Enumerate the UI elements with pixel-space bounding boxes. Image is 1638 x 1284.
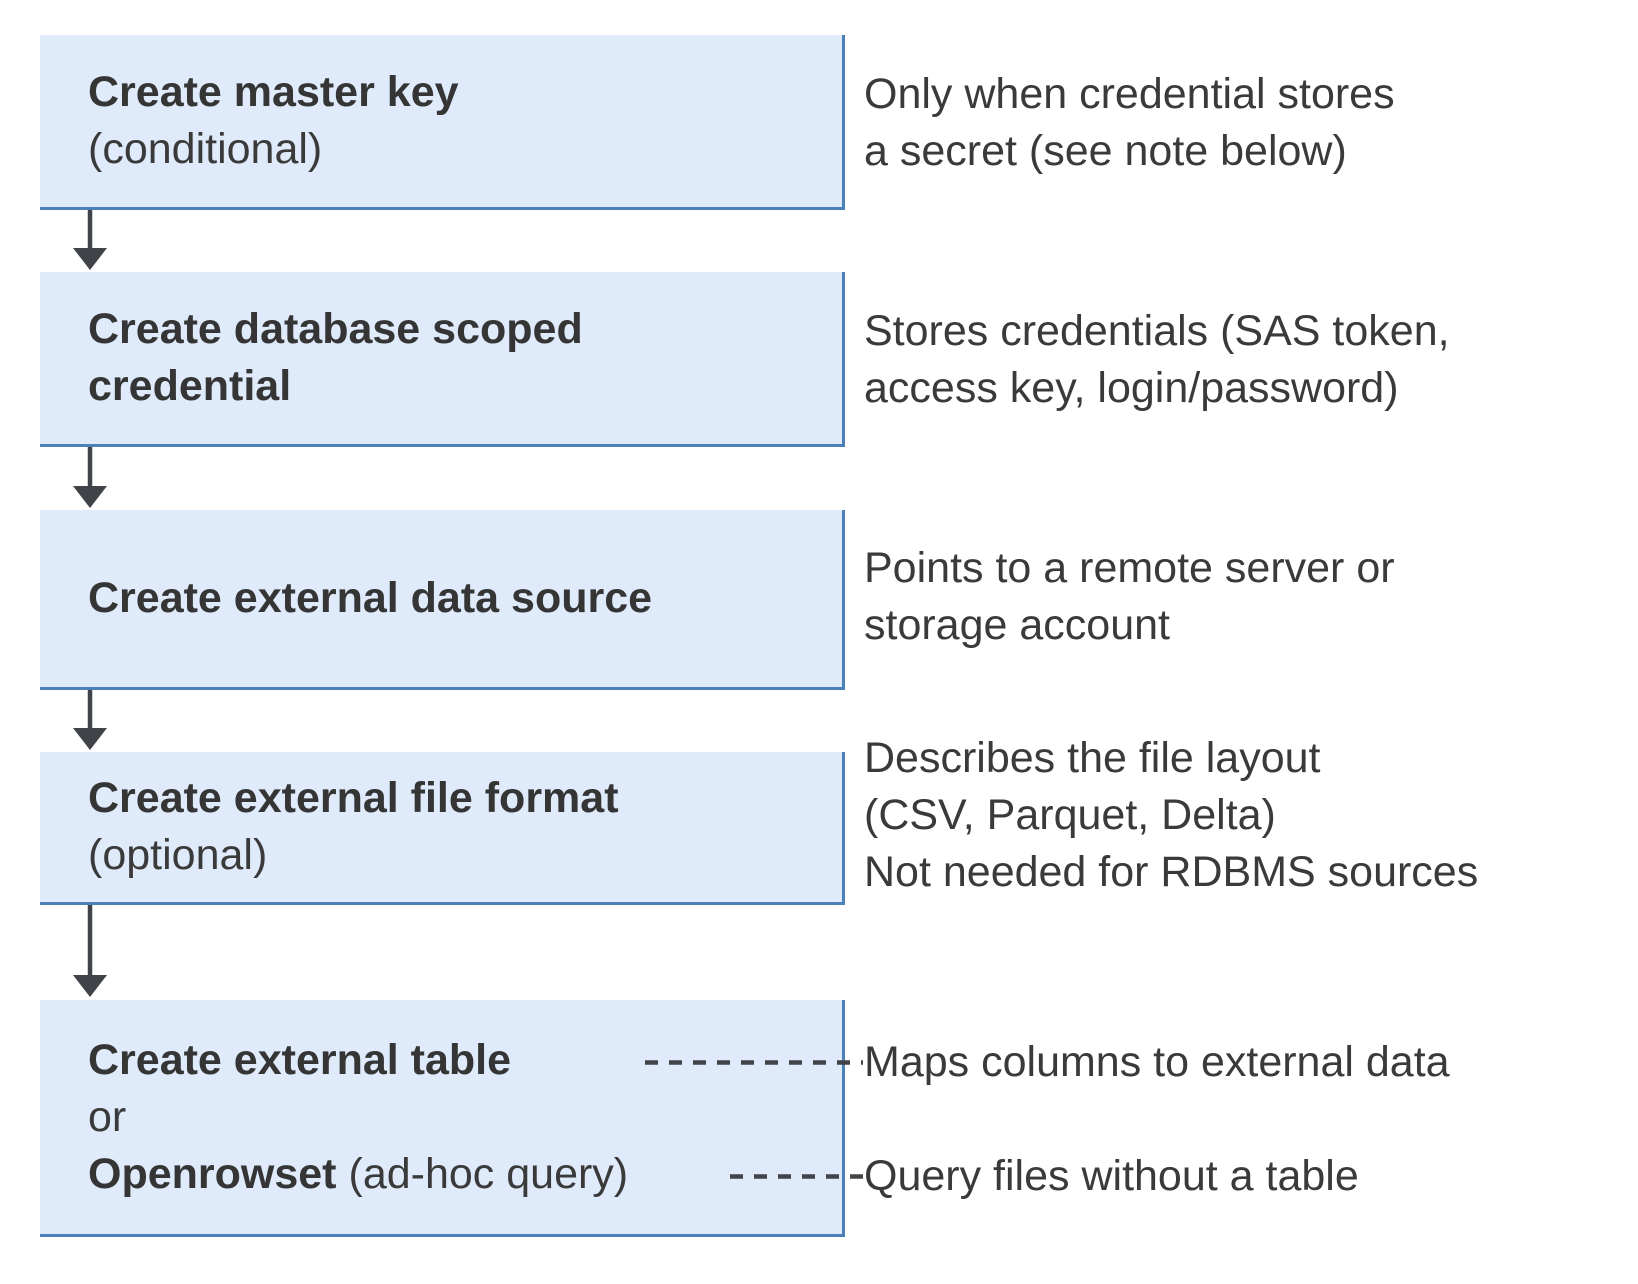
box-alt-title-line: Openrowset(ad-hoc query)	[88, 1146, 842, 1203]
down-arrow-icon	[73, 210, 107, 270]
note-line: access key, login/password)	[864, 364, 1399, 412]
box-title: Create external data source	[88, 574, 653, 622]
down-arrow-icon	[73, 905, 107, 997]
note-line: storage account	[864, 601, 1170, 649]
note-line: Describes the file layout	[864, 734, 1321, 782]
box-title: Create database scoped	[88, 305, 583, 353]
note-scoped-credential: Stores credentials (SAS token, access ke…	[864, 303, 1450, 417]
dashed-connector	[645, 1060, 863, 1065]
step-box-create-external-table-or-openrowset: Create external table or Openrowset(ad-h…	[40, 1000, 845, 1237]
dashed-connector	[730, 1174, 863, 1179]
box-title: Create external table	[88, 1035, 512, 1084]
note-data-source: Points to a remote server or storage acc…	[864, 540, 1395, 654]
box-title: credential	[88, 362, 292, 410]
note-line: Stores credentials (SAS token,	[864, 307, 1450, 355]
note-line: Query files without a table	[864, 1152, 1359, 1200]
box-alt-suffix: (ad-hoc query)	[348, 1149, 629, 1198]
note-master-key: Only when credential stores a secret (se…	[864, 66, 1395, 180]
step-box-create-master-key: Create master key (conditional)	[40, 35, 845, 210]
box-alt-title: Openrowset	[88, 1149, 337, 1198]
note-openrowset: Query files without a table	[864, 1148, 1359, 1205]
note-line: a secret (see note below)	[864, 127, 1347, 175]
box-subtitle: (optional)	[88, 831, 268, 879]
box-or-label: or	[88, 1092, 127, 1141]
note-line: (CSV, Parquet, Delta)	[864, 791, 1276, 839]
box-title: Create external file format	[88, 774, 619, 822]
step-box-create-external-file-format: Create external file format (optional)	[40, 752, 845, 905]
note-line: Maps columns to external data	[864, 1038, 1450, 1086]
down-arrow-icon	[73, 447, 107, 508]
note-file-format: Describes the file layout (CSV, Parquet,…	[864, 730, 1478, 901]
box-subtitle: (conditional)	[88, 125, 323, 173]
step-box-create-database-scoped-credential: Create database scoped credential	[40, 272, 845, 447]
box-title: Create master key	[88, 68, 459, 116]
note-line: Only when credential stores	[864, 70, 1395, 118]
note-line: Not needed for RDBMS sources	[864, 848, 1479, 896]
step-box-create-external-data-source: Create external data source	[40, 510, 845, 690]
down-arrow-icon	[73, 690, 107, 750]
note-line: Points to a remote server or	[864, 544, 1395, 592]
note-external-table: Maps columns to external data	[864, 1034, 1450, 1091]
